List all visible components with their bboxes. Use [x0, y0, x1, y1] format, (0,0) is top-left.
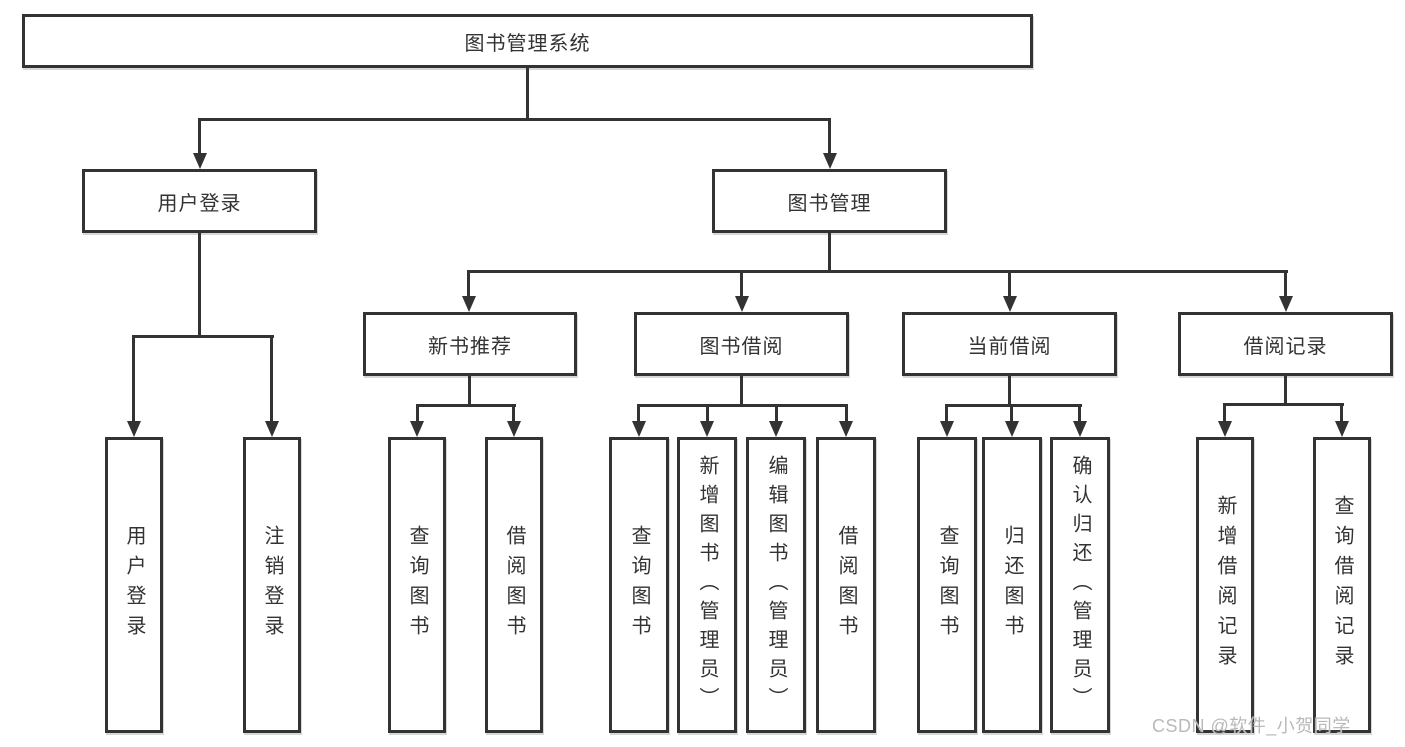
- node-label: 新书推荐: [428, 335, 512, 358]
- arrowhead-down-icon: [462, 296, 476, 312]
- line-segment: [1008, 376, 1011, 407]
- line-segment: [740, 376, 743, 407]
- node-label: 借阅图书: [835, 525, 857, 645]
- node-label: 查询图书: [628, 525, 650, 645]
- node-label: 归还图书: [1001, 525, 1023, 645]
- node-label: 查询图书: [936, 525, 958, 645]
- line-segment: [828, 233, 831, 273]
- node-new-book-recommend: 新书推荐: [363, 312, 577, 376]
- node-label: 图书管理: [787, 192, 872, 215]
- line-segment: [945, 404, 948, 423]
- arrowhead-down-icon: [700, 421, 714, 437]
- node-label: 确认归还（管理员）: [1069, 454, 1091, 716]
- leaf-query-borrow-record: 查询借阅记录: [1313, 437, 1371, 733]
- line-segment: [637, 404, 848, 407]
- line-segment: [845, 404, 848, 423]
- arrowhead-down-icon: [265, 421, 279, 437]
- line-segment: [132, 335, 274, 338]
- line-segment: [637, 404, 640, 423]
- line-segment: [416, 404, 516, 407]
- line-segment: [526, 68, 529, 121]
- line-segment: [1284, 270, 1287, 299]
- node-label: 用户登录: [123, 525, 145, 645]
- node-label: 查询借阅记录: [1331, 495, 1353, 675]
- leaf-borrow-books-recommend: 借阅图书: [485, 437, 543, 733]
- line-segment: [468, 376, 471, 407]
- line-segment: [198, 118, 201, 155]
- line-segment: [1008, 270, 1011, 299]
- arrowhead-down-icon: [1073, 421, 1087, 437]
- arrowhead-down-icon: [940, 421, 954, 437]
- leaf-add-books-admin: 新增图书（管理员）: [677, 437, 737, 733]
- leaf-logout: 注销登录: [243, 437, 301, 733]
- csdn-watermark: CSDN @软件_小贺同学: [1152, 716, 1351, 736]
- arrowhead-down-icon: [410, 421, 424, 437]
- arrowhead-down-icon: [735, 296, 749, 312]
- arrowhead-down-icon: [1279, 296, 1293, 312]
- leaf-user-login: 用户登录: [105, 437, 163, 733]
- arrowhead-down-icon: [823, 153, 837, 169]
- node-book-management: 图书管理: [712, 169, 947, 233]
- leaf-add-borrow-record: 新增借阅记录: [1196, 437, 1254, 733]
- line-segment: [512, 404, 515, 423]
- arrowhead-down-icon: [193, 153, 207, 169]
- line-segment: [1284, 376, 1287, 406]
- node-label: 当前借阅: [967, 335, 1052, 358]
- node-label: 新增图书（管理员）: [696, 454, 718, 716]
- arrowhead-down-icon: [127, 421, 141, 437]
- line-segment: [828, 118, 831, 155]
- node-label: 借阅图书: [503, 525, 525, 645]
- line-segment: [198, 118, 831, 121]
- arrowhead-down-icon: [1218, 421, 1232, 437]
- line-segment: [1078, 404, 1081, 423]
- node-library-system: 图书管理系统: [22, 14, 1033, 68]
- leaf-confirm-return-admin: 确认归还（管理员）: [1050, 437, 1110, 733]
- node-label: 用户登录: [157, 192, 242, 215]
- leaf-query-books-current: 查询图书: [917, 437, 977, 733]
- node-label: 查询图书: [406, 525, 428, 645]
- arrowhead-down-icon: [839, 421, 853, 437]
- line-segment: [270, 335, 273, 423]
- line-segment: [706, 404, 709, 423]
- line-segment: [1340, 403, 1343, 423]
- line-segment: [1223, 403, 1344, 406]
- leaf-borrow-books-borrowing: 借阅图书: [816, 437, 876, 733]
- arrowhead-down-icon: [1335, 421, 1349, 437]
- node-label: 图书借阅: [699, 335, 784, 358]
- line-segment: [467, 270, 470, 299]
- node-book-borrowing: 图书借阅: [634, 312, 849, 376]
- line-segment: [132, 335, 135, 423]
- leaf-return-books: 归还图书: [982, 437, 1042, 733]
- node-borrow-records: 借阅记录: [1178, 312, 1393, 376]
- line-segment: [198, 233, 201, 338]
- node-label: 图书管理系统: [464, 32, 591, 55]
- leaf-edit-books-admin: 编辑图书（管理员）: [746, 437, 806, 733]
- node-label: 注销登录: [261, 525, 283, 645]
- line-segment: [1223, 403, 1226, 423]
- line-segment: [1010, 404, 1013, 423]
- line-segment: [775, 404, 778, 423]
- arrowhead-down-icon: [769, 421, 783, 437]
- line-segment: [467, 270, 1288, 273]
- node-label: 借阅记录: [1243, 335, 1328, 358]
- arrowhead-down-icon: [632, 421, 646, 437]
- node-current-borrowing: 当前借阅: [902, 312, 1117, 376]
- line-segment: [945, 404, 1082, 407]
- line-segment: [740, 270, 743, 299]
- node-user-login: 用户登录: [82, 169, 317, 233]
- node-label: 新增借阅记录: [1214, 495, 1236, 675]
- node-label: 编辑图书（管理员）: [765, 454, 787, 716]
- leaf-query-books-recommend: 查询图书: [388, 437, 446, 733]
- arrowhead-down-icon: [1003, 296, 1017, 312]
- line-segment: [416, 404, 419, 423]
- arrowhead-down-icon: [1005, 421, 1019, 437]
- leaf-query-books-borrowing: 查询图书: [609, 437, 669, 733]
- arrowhead-down-icon: [507, 421, 521, 437]
